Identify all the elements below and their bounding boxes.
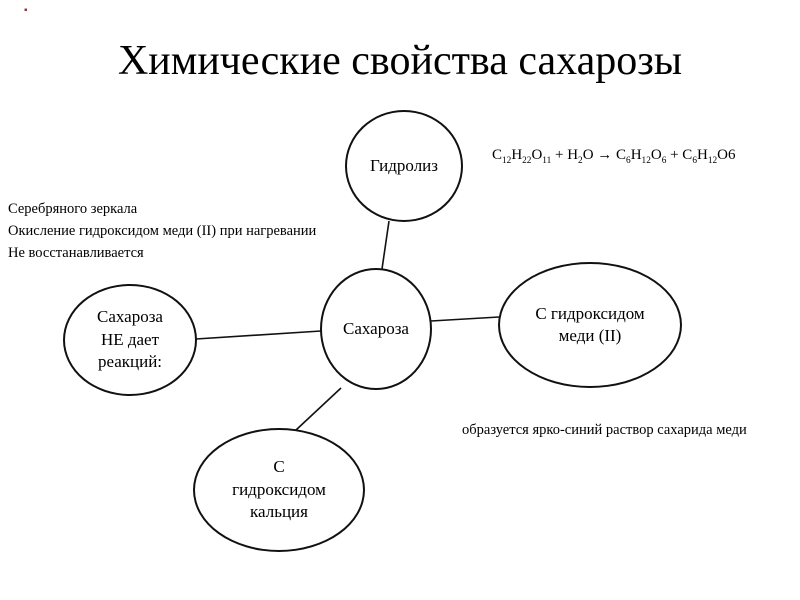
node-sucrose-center-label: Сахароза xyxy=(343,318,409,338)
node-copper-hydroxide: С гидроксидом меди (II) xyxy=(498,262,682,388)
connector-center-copper xyxy=(430,316,500,322)
node-copper-hydroxide-label: С гидроксидом меди (II) xyxy=(535,303,645,345)
equation-subscript: 12 xyxy=(641,156,651,166)
node-no-reactions: Сахароза НЕ дает реакций: xyxy=(63,284,197,396)
equation-subscript: 11 xyxy=(542,156,552,166)
left-annotations: Серебряного зеркала Окисление гидроксидо… xyxy=(8,201,317,261)
node-no-reactions-label: Сахароза НЕ дает реакций: xyxy=(97,307,163,372)
node-hydrolysis: Гидролиз xyxy=(345,110,463,222)
node-hydrolysis-label: Гидролиз xyxy=(370,155,438,175)
connector-center-hydrolysis xyxy=(381,220,390,270)
equation-part: H xyxy=(630,147,642,163)
connector-center-calcium xyxy=(295,387,342,431)
equation-part: H xyxy=(696,147,708,163)
equation-part: 6 xyxy=(727,147,736,163)
equation-subscript: 12 xyxy=(502,156,512,166)
equation-part: C xyxy=(492,147,503,163)
copper-result-annotation: образуется ярко-синий раствор сахарида м… xyxy=(462,422,747,438)
equation-part: O xyxy=(650,147,662,163)
equation-part: O xyxy=(717,147,728,163)
equation-part: + H xyxy=(551,147,579,163)
equation-subscript: 12 xyxy=(707,156,718,166)
corner-ornament: ▪ xyxy=(24,5,28,16)
equation-subscript: 2 xyxy=(578,156,583,166)
equation-subscript: 6 xyxy=(626,156,631,166)
equation-part: O → C xyxy=(582,147,627,163)
equation-part: O xyxy=(531,147,543,163)
page-title: Химические свойства сахарозы xyxy=(117,38,683,84)
connector-center-noreactions xyxy=(195,330,322,340)
hydrolysis-equation: C12H22O11 + H2O → C6H12O6 + C6H12O6 xyxy=(492,147,736,166)
equation-subscript: 6 xyxy=(692,156,697,166)
equation-subscript: 22 xyxy=(522,156,532,166)
node-calcium-hydroxide: С гидроксидом кальция xyxy=(193,428,365,552)
node-sucrose-center: Сахароза xyxy=(320,268,432,390)
equation-part: H xyxy=(511,147,523,163)
equation-part: + C xyxy=(666,147,693,163)
equation-subscript: 6 xyxy=(661,156,667,166)
node-calcium-hydroxide-label: С гидроксидом кальция xyxy=(232,457,326,522)
